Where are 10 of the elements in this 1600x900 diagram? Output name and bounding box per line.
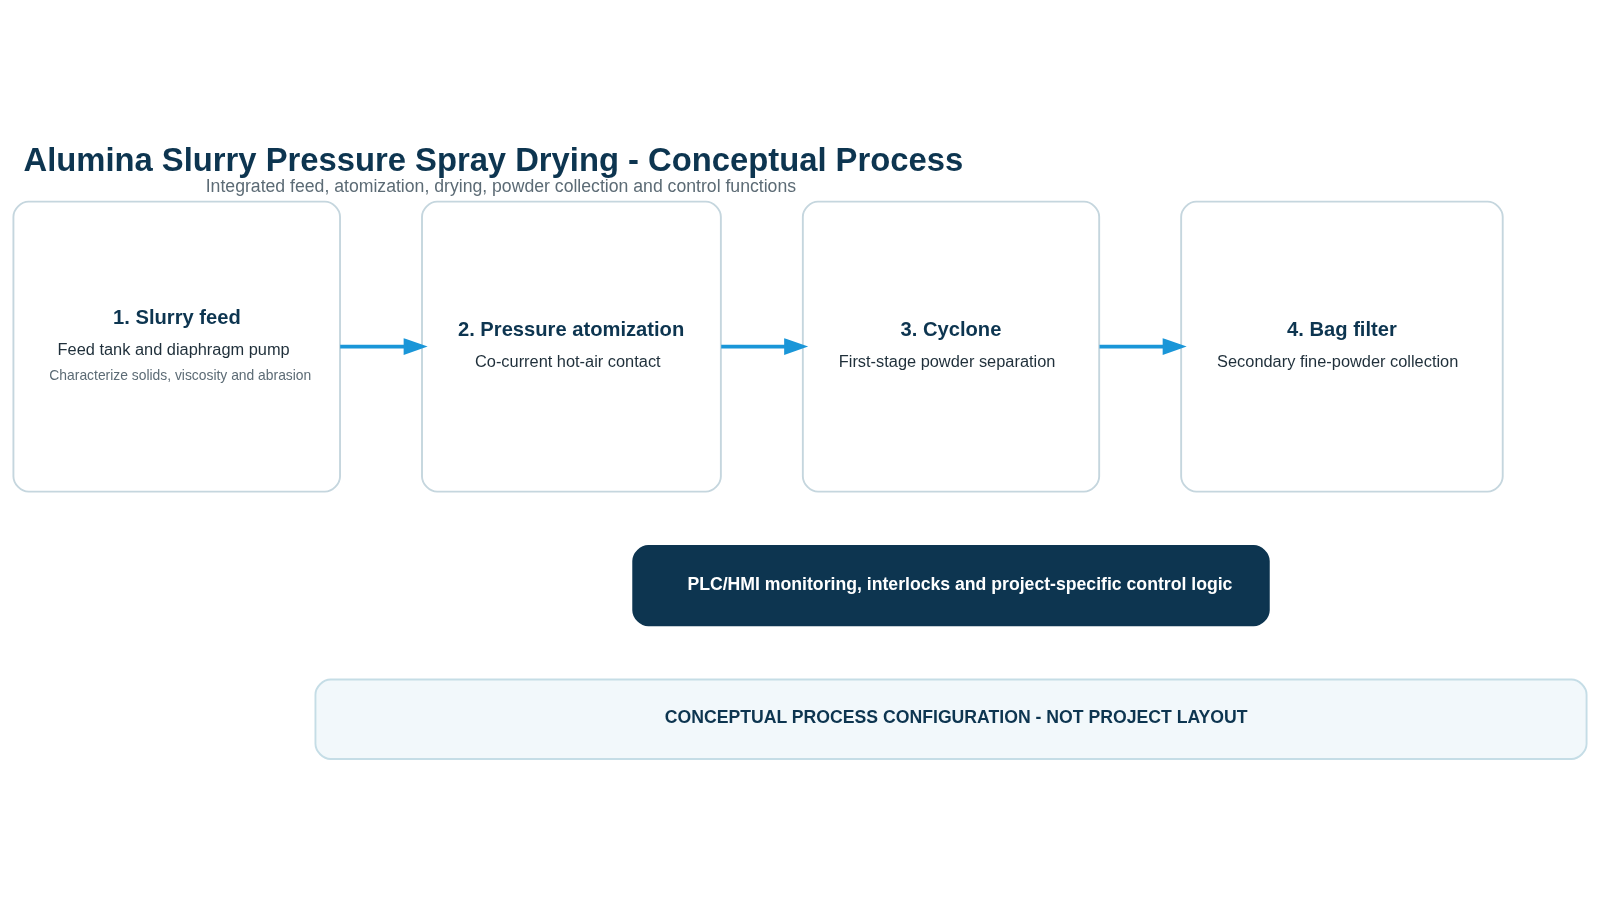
node-box: CONCEPTUAL PROCESS CONFIGURATION - NOT PROJECT LAYOUT xyxy=(314,678,1588,760)
node-box: 3. Cyclone First-stage powder separation xyxy=(801,200,1101,493)
node-box: PLC/HMI monitoring, interlocks and project-specific control logic xyxy=(632,544,1270,627)
diagram-title: Alumina Slurry Pressure Spray Drying - Conceptual Process xyxy=(23,141,964,179)
node-box: 1. Slurry feed Feed tank and diaphragm pump Characterize solids, viscosity and abrasion xyxy=(12,200,341,493)
arrow xyxy=(721,338,809,355)
node-box: 4. Bag filter Secondary fine-powder collection xyxy=(1180,200,1504,493)
arrow xyxy=(1099,338,1187,355)
arrow xyxy=(340,338,428,355)
node-box: 2. Pressure atomization Co-current hot-air contact xyxy=(421,200,722,493)
